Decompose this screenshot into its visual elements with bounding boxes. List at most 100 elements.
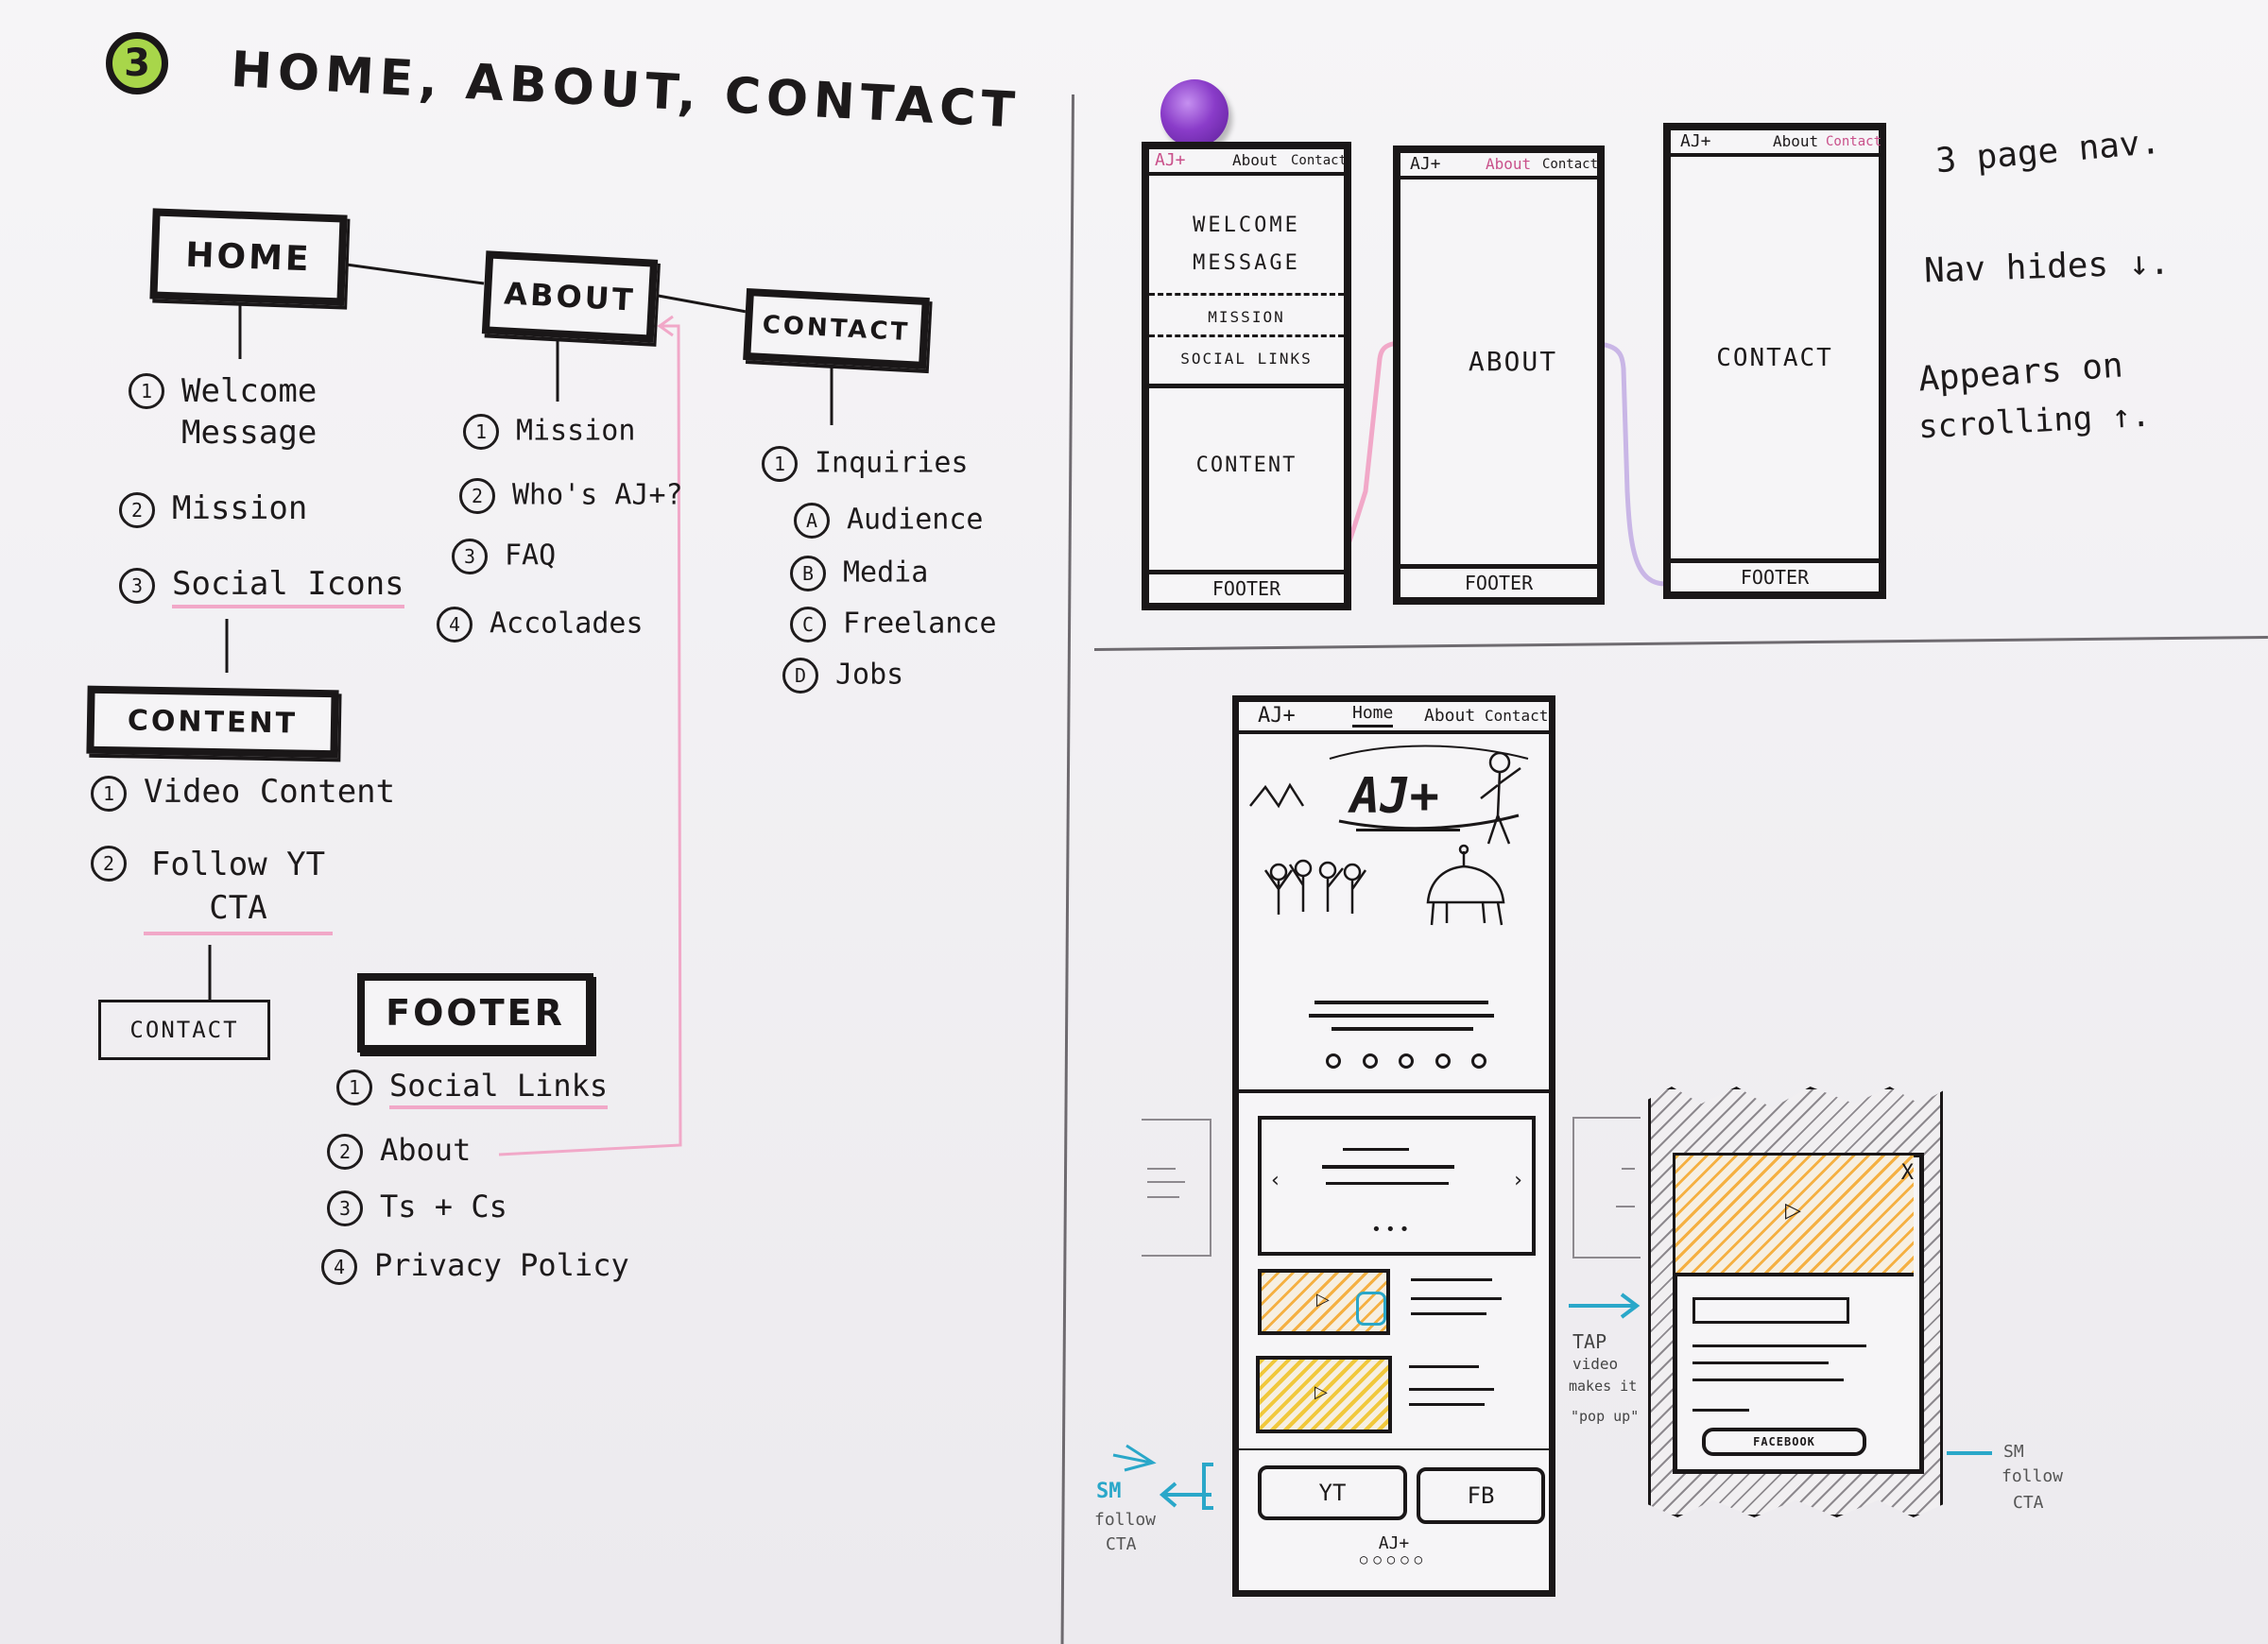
text-line [1343, 1148, 1409, 1151]
left-note-follow: follow [1094, 1510, 1157, 1530]
footer-box: FOOTER [357, 973, 593, 1053]
home-nav-contact-link[interactable]: Contact [1485, 707, 1549, 725]
carousel-dots[interactable] [1326, 1053, 1486, 1069]
contact-sub-a-label: Audience [847, 503, 984, 537]
about-box: ABOUT [481, 250, 659, 343]
section-divider [1149, 384, 1344, 388]
nav-logo: AJ+ [1155, 150, 1186, 170]
about-label: ABOUT [503, 275, 637, 318]
step-number: 3 [124, 42, 150, 85]
nav-contact-link[interactable]: Contact [1291, 153, 1348, 168]
about-item-1-number: 1 [463, 414, 499, 450]
contact-item-1-number: 1 [762, 446, 798, 482]
about-item-2-label: Who's AJ+? [512, 478, 683, 512]
footer-text: FOOTER [1464, 572, 1534, 594]
right-note-sm: SM [2003, 1442, 2024, 1462]
popup-facebook-label: FACEBOOK [1753, 1435, 1815, 1448]
nav-phone-contact: AJ+ About Contact CONTACT FOOTER [1663, 123, 1886, 599]
nav-note-4: scrolling ↑. [1917, 396, 2152, 447]
text-line [1409, 1388, 1494, 1391]
content-item-2-number: 2 [91, 845, 127, 882]
carousel-dot[interactable] [1326, 1053, 1341, 1069]
fb-button-label: FB [1467, 1482, 1495, 1509]
dashed-divider [1149, 293, 1344, 296]
nav-about-link[interactable]: About [1773, 132, 1819, 150]
contact-box: CONTACT [743, 287, 930, 370]
home-nav-about-link[interactable]: About [1424, 706, 1476, 726]
next-chevron-icon[interactable]: › [1511, 1169, 1524, 1192]
content-item-1-number: 1 [91, 775, 127, 812]
right-note-follow: follow [2002, 1466, 2064, 1486]
text-line [1409, 1365, 1479, 1368]
play-icon[interactable]: ▷ [1314, 1382, 1328, 1402]
video-thumbnail[interactable]: ▷ [1258, 1269, 1390, 1335]
nav-note-3: Appears on [1916, 346, 2124, 400]
text-line [1411, 1297, 1502, 1300]
about-body-text: ABOUT [1468, 346, 1558, 377]
slider-card[interactable]: ‹ › ••• [1258, 1116, 1536, 1256]
dashed-divider [1149, 334, 1344, 337]
text-line [1147, 1168, 1176, 1170]
nav-contact-link[interactable]: Contact [1542, 157, 1599, 172]
content-text: CONTENT [1195, 454, 1297, 477]
popup-modal[interactable]: ▷ X FACEBOOK [1673, 1153, 1924, 1474]
text-line [1326, 1182, 1449, 1185]
text-line [1409, 1403, 1485, 1406]
step-badge: 3 [106, 32, 168, 94]
footer-social-dots: ○○○○○ [1359, 1552, 1429, 1567]
text-line [1147, 1196, 1179, 1198]
footer-item-1-number: 1 [336, 1070, 372, 1105]
footer-item-2-number: 2 [327, 1134, 363, 1170]
home-nav-home-link[interactable]: Home [1352, 702, 1394, 728]
mission-text: MISSION [1208, 308, 1285, 326]
message-text: MESSAGE [1193, 251, 1300, 275]
tap-note-1: TAP [1572, 1330, 1607, 1353]
play-icon[interactable]: ▷ [1785, 1199, 1801, 1223]
home-item-3-label: Social Icons [172, 565, 404, 608]
play-icon[interactable]: ▷ [1316, 1290, 1330, 1310]
fb-button[interactable]: FB [1417, 1467, 1545, 1524]
about-item-3-number: 3 [452, 539, 488, 574]
footer-item-1-label: Social Links [389, 1068, 609, 1109]
nav-about-link[interactable]: About [1232, 151, 1279, 169]
contact-item-1-label: Inquiries [815, 446, 969, 480]
tap-note-4: "pop up" [1571, 1408, 1640, 1425]
nav-phone-home: AJ+ About Contact WELCOME MESSAGE MISSIO… [1142, 142, 1351, 610]
popup-facebook-button[interactable]: FACEBOOK [1702, 1428, 1866, 1456]
arrow-right-icon [1947, 1451, 1992, 1455]
carousel-dot[interactable] [1435, 1053, 1451, 1069]
carousel-dot[interactable] [1362, 1053, 1378, 1069]
video-thumbnail[interactable]: ▷ [1256, 1356, 1392, 1433]
footer-item-4-number: 4 [321, 1249, 357, 1285]
about-item-3-label: FAQ [505, 539, 557, 573]
nav-note-2: Nav hides ↓. [1923, 243, 2171, 291]
carousel-dot[interactable] [1399, 1053, 1414, 1069]
footer-item-4-label: Privacy Policy [374, 1247, 629, 1283]
nav-contact-link[interactable]: Contact [1826, 134, 1882, 149]
text-line [1309, 1014, 1494, 1018]
popup-close-icon[interactable]: X [1900, 1161, 1914, 1185]
home-nav-logo: AJ+ [1258, 704, 1296, 728]
prev-chevron-icon[interactable]: ‹ [1269, 1169, 1282, 1192]
popup-video[interactable]: ▷ [1675, 1156, 1914, 1276]
contact-sub-b-letter: B [790, 556, 826, 591]
contact-sub-a: A Audience [794, 503, 984, 539]
nav-bar: AJ+ About Contact [1149, 149, 1348, 176]
nav-about-link[interactable]: About [1486, 155, 1532, 173]
text-line [1332, 1027, 1473, 1031]
yt-button[interactable]: YT [1258, 1465, 1407, 1520]
nav-bar: AJ+ About Contact [1400, 153, 1599, 180]
footer-item-3-label: Ts + Cs [380, 1189, 507, 1224]
contact-sub-a-letter: A [794, 503, 830, 539]
nav-phone-about: AJ+ About Contact ABOUT FOOTER [1393, 146, 1605, 605]
ellipsis-icon: ••• [1371, 1220, 1414, 1240]
home-item-3-number: 3 [119, 567, 155, 604]
about-item-1-label: Mission [516, 414, 636, 448]
carousel-dot[interactable] [1471, 1053, 1486, 1069]
